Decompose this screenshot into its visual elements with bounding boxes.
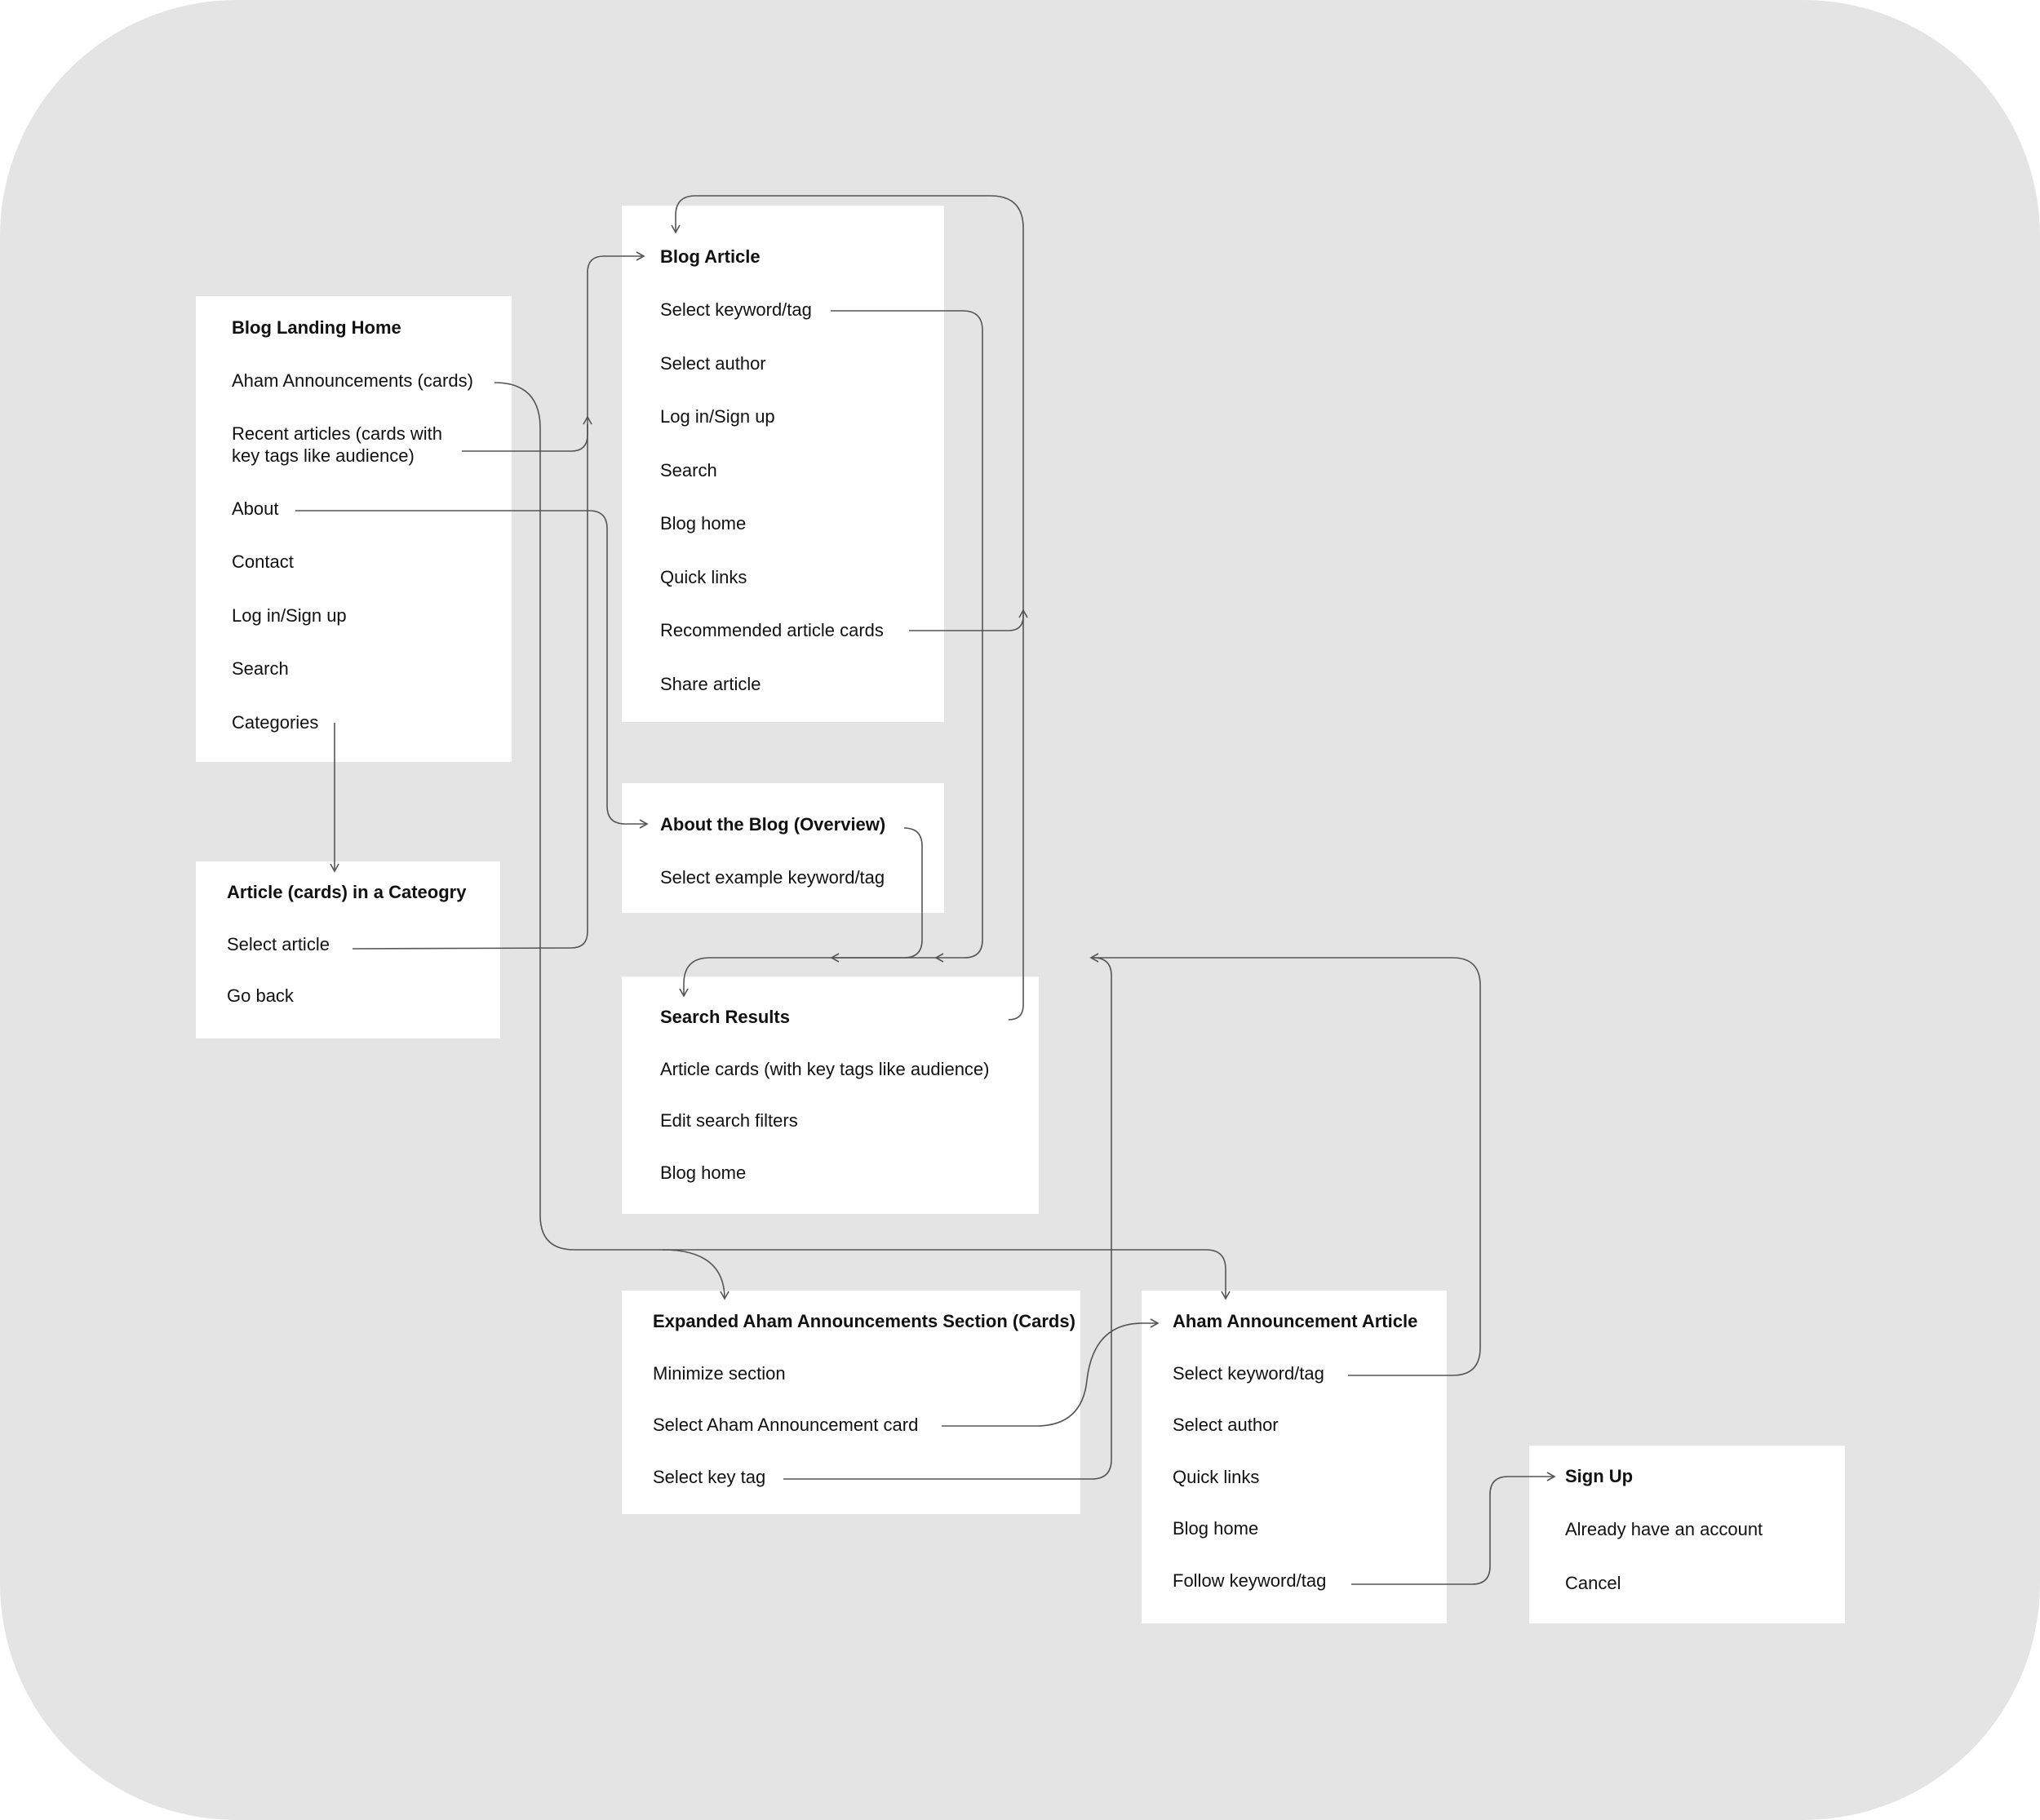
connector-arrowhead-announcement-keyword xyxy=(1089,953,1099,963)
connector-arrowhead-search xyxy=(679,988,689,998)
connector-expanded-keytag xyxy=(783,957,1112,1480)
landing-item-categories: Categories xyxy=(232,712,319,733)
connector-category-select-article xyxy=(352,424,588,950)
connector-card-to-announcement xyxy=(942,1322,1157,1427)
article-item-login: Log in/Sign up xyxy=(660,406,775,427)
landing-item-recent-articles: Recent articles (cards with key tags lik… xyxy=(232,423,442,466)
connector-to-expanded xyxy=(662,1249,725,1300)
article-item-select-keyword: Select keyword/tag xyxy=(660,299,812,320)
article-title: Blog Article xyxy=(660,246,761,267)
connector-article-keyword xyxy=(831,310,983,959)
article-item-blog-home: Blog home xyxy=(660,513,747,534)
announcement-screen-box: Aham Announcement Article Select keyword… xyxy=(1142,1291,1447,1623)
article-item-quick-links: Quick links xyxy=(660,567,747,587)
connector-arrowhead-overview xyxy=(639,819,649,829)
announcement-item-follow-keyword: Follow keyword/tag xyxy=(1173,1570,1327,1591)
connector-arrowhead-recommended xyxy=(1018,609,1028,618)
about-screen-box: About the Blog (Overview) Select example… xyxy=(622,783,944,913)
search-item-edit-filters: Edit search filters xyxy=(660,1110,798,1131)
landing-item-announcements: Aham Announcements (cards) xyxy=(232,370,473,391)
article-item-select-author: Select author xyxy=(660,353,766,374)
connector-follow-to-signup xyxy=(1351,1476,1554,1585)
connector-arrowhead-article-top xyxy=(671,224,681,234)
about-item-select-keyword: Select example keyword/tag xyxy=(660,867,885,888)
connector-arrowhead-card xyxy=(1150,1318,1160,1328)
landing-item-login: Log in/Sign up xyxy=(232,605,347,626)
connector-announcements-down xyxy=(494,382,1226,1299)
connector-announcement-keyword xyxy=(1092,957,1481,1376)
landing-item-about: About xyxy=(232,498,279,519)
article-item-search: Search xyxy=(660,460,717,480)
signup-item-have-account: Already have an account xyxy=(1565,1519,1763,1539)
announcement-title: Aham Announcement Article xyxy=(1173,1311,1418,1331)
category-item-go-back: Go back xyxy=(227,985,294,1006)
article-item-share: Share article xyxy=(660,674,761,694)
expanded-title: Expanded Aham Announcements Section (Car… xyxy=(653,1311,1075,1331)
connector-top-loop xyxy=(675,195,1024,1021)
article-screen-box: Blog Article Select keyword/tag Select a… xyxy=(622,206,944,722)
signup-item-cancel: Cancel xyxy=(1565,1573,1621,1593)
connector-overview-keyword xyxy=(832,827,923,959)
article-item-recommended: Recommended article cards xyxy=(660,620,884,640)
connector-arrowhead-category xyxy=(330,863,339,873)
category-screen-box: Article (cards) in a Cateogry Select art… xyxy=(196,861,500,1038)
connector-arrowhead-article-entry xyxy=(636,251,645,261)
connector-recent-to-article xyxy=(462,255,643,452)
connector-bus-to-search xyxy=(683,957,937,995)
signup-screen-box: Sign Up Already have an account Cancel xyxy=(1529,1446,1845,1623)
category-title: Article (cards) in a Cateogry xyxy=(227,882,467,902)
search-title: Search Results xyxy=(660,1007,790,1027)
search-item-blog-home: Blog home xyxy=(660,1162,747,1183)
landing-item-search: Search xyxy=(232,658,289,679)
announcement-item-select-author: Select author xyxy=(1173,1415,1279,1435)
connector-arrowhead-up-720 xyxy=(583,415,592,425)
landing-item-contact: Contact xyxy=(232,551,294,572)
expanded-item-minimize: Minimize section xyxy=(653,1363,786,1384)
connector-arrowhead-signup xyxy=(1546,1472,1556,1481)
signup-title: Sign Up xyxy=(1565,1466,1634,1486)
announcement-item-select-keyword: Select keyword/tag xyxy=(1173,1363,1324,1384)
expanded-item-select-key-tag: Select key tag xyxy=(653,1467,766,1487)
expanded-item-select-card: Select Aham Announcement card xyxy=(653,1415,919,1435)
connector-recommended xyxy=(909,610,1024,631)
search-item-article-cards: Article cards (with key tags like audien… xyxy=(660,1059,990,1079)
connector-arrowhead-expanded xyxy=(720,1291,730,1300)
expanded-screen-box: Expanded Aham Announcements Section (Car… xyxy=(622,1291,1080,1514)
category-item-select-article: Select article xyxy=(227,934,330,954)
about-title: About the Blog (Overview) xyxy=(660,814,886,835)
search-screen-box: Search Results Article cards (with key t… xyxy=(622,976,1039,1214)
announcement-item-quick-links: Quick links xyxy=(1173,1467,1260,1487)
connector-about-to-overview xyxy=(295,510,646,825)
landing-title: Blog Landing Home xyxy=(232,317,401,338)
connector-arrowhead-announcement xyxy=(1221,1291,1231,1300)
landing-screen-box: Blog Landing Home Aham Announcements (ca… xyxy=(196,296,512,762)
announcement-item-blog-home: Blog home xyxy=(1173,1518,1259,1539)
